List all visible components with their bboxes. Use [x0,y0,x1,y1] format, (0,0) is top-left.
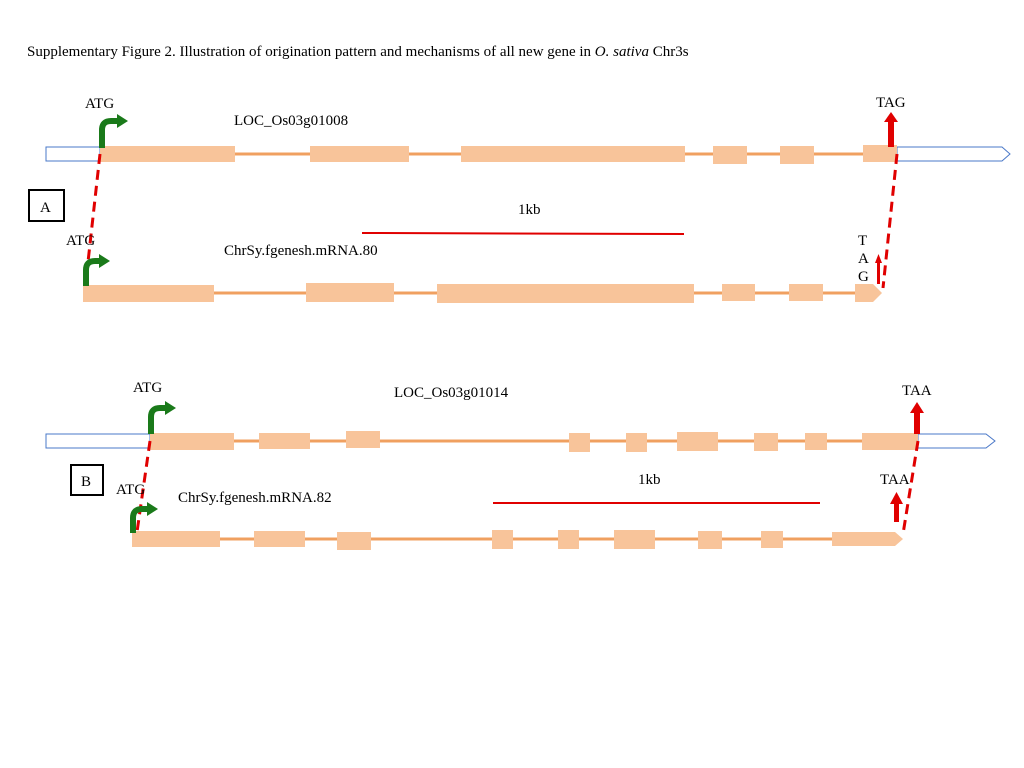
exon [713,146,747,164]
exon [100,146,235,162]
panel-a: ATG TAG LOC_Os03g01008 A 1kb AT [28,95,1011,303]
scale-bar [361,232,685,235]
stop-codon-arrow-icon [888,121,894,147]
start-codon-arrow-icon [148,405,166,434]
caption-species: O. sativa [594,44,649,60]
stop-codon-label: TAA [902,383,932,399]
stop-codon-arrowhead-icon [884,112,898,122]
exon [754,433,778,451]
stop-codon-arrow-icon [877,262,880,284]
exon [306,283,394,302]
stop-codon-arrowhead-icon [890,492,903,504]
exon [150,433,234,450]
start-codon-arrow-icon [99,118,118,148]
figure-caption: Supplementary Figure 2. Illustration of … [27,44,689,61]
exon [310,146,409,162]
exon [254,531,305,547]
exon [614,530,655,549]
scale-bar-label: 1kb [638,472,661,488]
exon [259,433,310,449]
exon [722,284,755,301]
exon [492,530,513,549]
reference-gene-name: LOC_Os03g01008 [234,113,348,129]
exon [780,146,814,164]
last-exon-arrow [832,532,903,546]
start-codon-arrowhead-icon [117,114,128,128]
exon [461,146,685,162]
panel-label: A [40,200,51,216]
exon [677,432,718,451]
stop-codon-label-vertical: T A G [858,233,872,285]
exon [789,284,823,301]
exon [805,433,827,450]
caption-prefix: Supplementary Figure 2. Illustration of … [27,44,595,60]
start-codon-arrowhead-icon [165,401,176,415]
upstream-flank [45,433,151,449]
new-gene-name: ChrSy.fgenesh.mRNA.80 [224,243,378,259]
exon [132,531,220,547]
start-codon-label: ATG [116,482,145,498]
start-codon-label: ATG [66,233,95,249]
reference-gene-name: LOC_Os03g01014 [394,385,509,401]
exon [626,433,647,452]
upstream-flank [45,146,101,162]
downstream-flank [896,146,1011,162]
last-exon-arrow [855,284,882,302]
exon [558,530,579,549]
exon [761,531,783,548]
stop-codon-arrow-icon [914,412,920,434]
start-codon-label: ATG [133,380,162,396]
stop-codon-arrowhead-icon [875,254,882,263]
exon [346,431,380,448]
stop-codon-arrow-icon [894,503,899,522]
panel-label-box [70,464,104,496]
start-codon-arrowhead-icon [147,502,158,516]
stop-codon-label: TAG [876,95,906,111]
exon [698,531,722,549]
new-gene-name: ChrSy.fgenesh.mRNA.82 [178,490,332,506]
panel-label: B [81,474,91,490]
stop-connector [881,153,899,289]
caption-suffix: Chr3s [648,44,689,60]
exon [337,532,371,550]
start-codon-label: ATG [85,96,114,112]
exon [437,284,694,303]
exon [863,145,897,162]
stop-codon-label: TAA [880,472,910,488]
start-codon-arrow-icon [130,506,148,533]
panel-b: ATG TAA LOC_Os03g01014 B 1kb ATG [45,380,996,550]
exon [83,285,214,302]
exon [862,433,918,450]
panel-label-box [28,189,65,222]
exon [569,433,590,452]
stop-codon-arrowhead-icon [910,402,924,413]
start-codon-arrowhead-icon [99,254,110,268]
downstream-flank [917,433,996,449]
start-connector [84,153,102,281]
start-codon-arrow-icon [83,258,100,286]
scale-bar-label: 1kb [518,202,541,218]
